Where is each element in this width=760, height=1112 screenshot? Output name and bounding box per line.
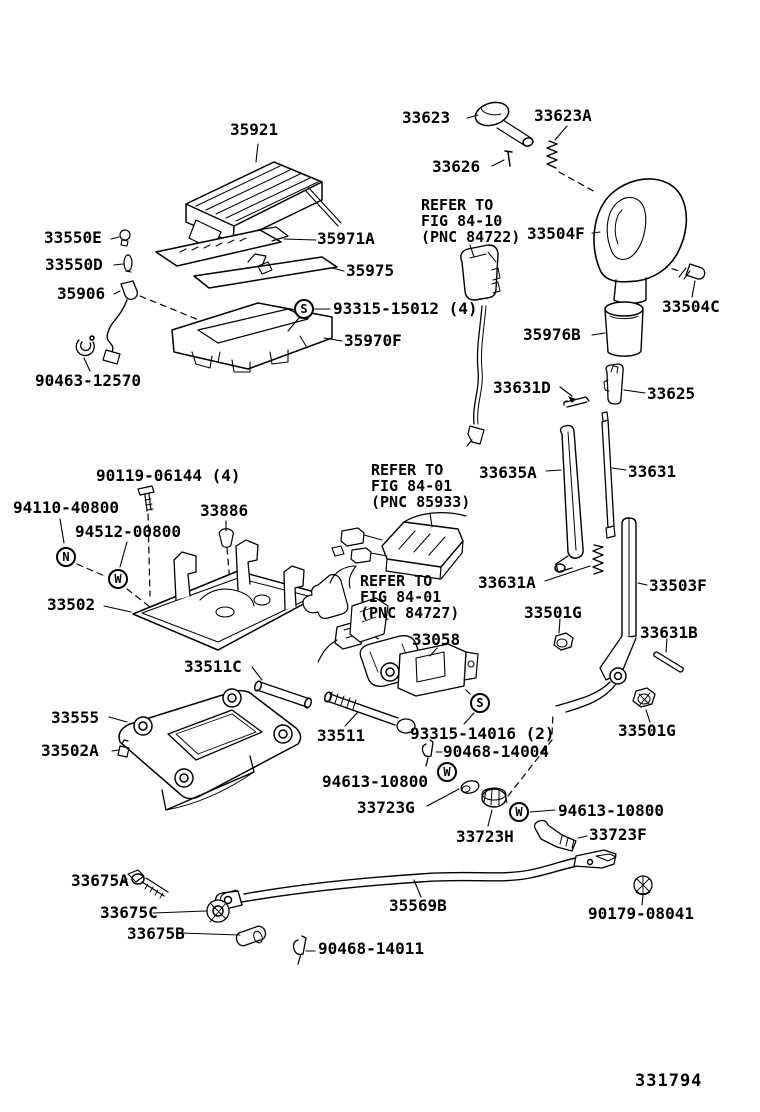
reference-note-line: FIG 84-10 [421, 212, 503, 230]
part-label: 33501G [524, 603, 582, 622]
part-label: 94512-00800 [75, 522, 181, 541]
fastener-marker-w: W [108, 569, 128, 589]
part-label: 33555 [51, 708, 100, 727]
part-label: 33723H [456, 827, 514, 846]
part-label: 35921 [230, 120, 279, 139]
part-label: 33511C [184, 657, 242, 676]
reference-note-line: REFER TO [360, 572, 433, 590]
part-label: 33550D [45, 255, 103, 274]
reference-note-line: (PNC 84722) [421, 228, 521, 246]
part-label: 33623 [402, 108, 451, 127]
part-label: 33675A [71, 871, 129, 890]
part-label: 90179-08041 [588, 904, 694, 923]
part-label: 33631D [493, 378, 551, 397]
part-label: 35975 [346, 261, 395, 280]
part-label: 33886 [200, 501, 249, 520]
part-label: 33058 [412, 630, 461, 649]
part-label: 35976B [523, 325, 581, 344]
reference-note-line: FIG 84-01 [360, 588, 442, 606]
reference-note-line: FIG 84-01 [371, 477, 453, 495]
part-label: 35906 [57, 284, 106, 303]
part-label: 33631B [640, 623, 698, 642]
fastener-marker-w: W [509, 802, 529, 822]
part-label: 33675C [100, 903, 158, 922]
part-label: 90463-12570 [35, 371, 141, 390]
part-label: 90119-06144 (4) [96, 466, 241, 485]
part-label: 33625 [647, 384, 696, 403]
part-label: 33675B [127, 924, 185, 943]
part-label: 33504F [527, 224, 585, 243]
part-label: 90468-14011 [318, 939, 424, 958]
part-label: 33550E [44, 228, 102, 247]
fastener-marker-w: W [437, 762, 457, 782]
part-label: 33723G [357, 798, 415, 817]
reference-note-line: REFER TO [421, 196, 494, 214]
part-label: 33626 [432, 157, 481, 176]
part-label: 35970F [344, 331, 402, 350]
reference-note-line: (PNC 84727) [360, 604, 460, 622]
part-label: 33631A [478, 573, 536, 592]
figure-number: 331794 [635, 1071, 703, 1091]
part-label: 33502 [47, 595, 96, 614]
part-label: 94110-40800 [13, 498, 119, 517]
part-label: 33502A [41, 741, 99, 760]
part-label: 35971A [317, 229, 375, 248]
part-label: 33504C [662, 297, 720, 316]
part-label: 94613-10800 [558, 801, 664, 820]
part-label: 90468-14004 [443, 742, 549, 761]
reference-note-line: REFER TO [371, 461, 444, 479]
part-label: 33503F [649, 576, 707, 595]
fastener-marker-s: S [470, 693, 490, 713]
part-label: 93315-14016 (2) [410, 724, 555, 743]
reference-note-line: (PNC 85933) [371, 493, 471, 511]
part-label: 33623A [534, 106, 592, 125]
part-label: 35569B [389, 896, 447, 915]
part-label: 93315-15012 (4) [333, 299, 478, 318]
part-label: 33501G [618, 721, 676, 740]
fastener-marker-s: S [294, 299, 314, 319]
fastener-marker-n: N [56, 547, 76, 567]
part-label: 33723F [589, 825, 647, 844]
part-label: 33511 [317, 726, 366, 745]
part-label: 94613-10800 [322, 772, 428, 791]
part-label: 33631 [628, 462, 677, 481]
part-label: 33635A [479, 463, 537, 482]
